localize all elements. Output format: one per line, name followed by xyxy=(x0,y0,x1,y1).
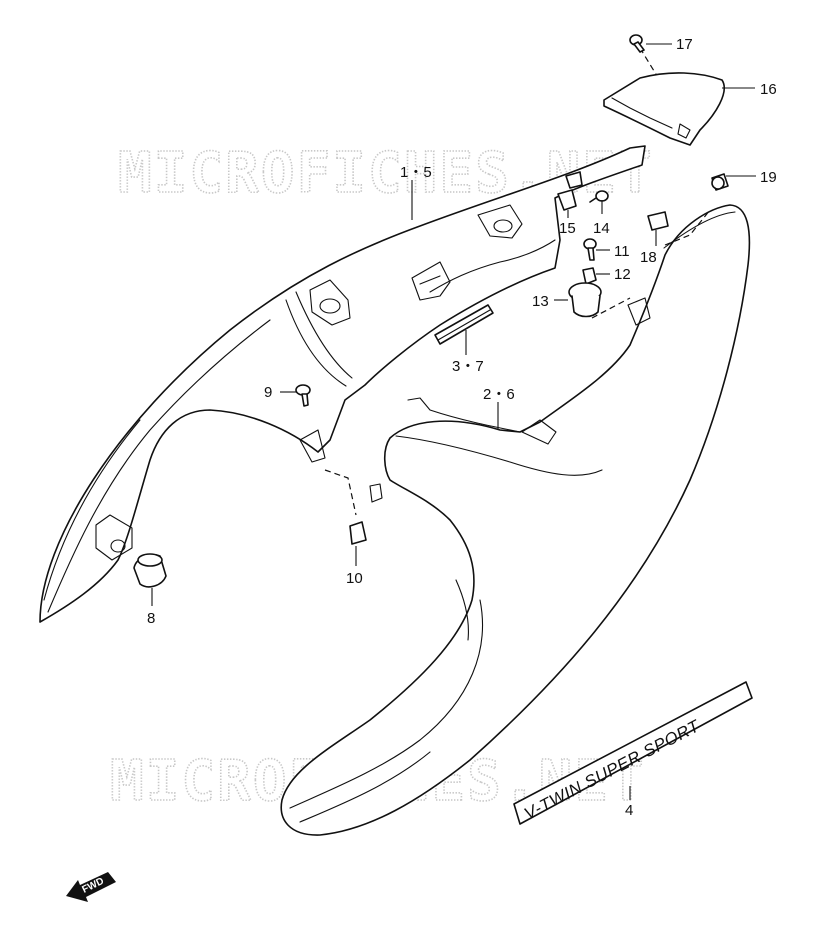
callout-4: 4 xyxy=(625,802,633,819)
nut-10 xyxy=(349,521,367,545)
left-frame-cover xyxy=(39,145,646,623)
callout-11: 11 xyxy=(614,243,630,260)
side-emblem xyxy=(434,304,494,345)
cushion-19 xyxy=(711,173,729,191)
bracket-18 xyxy=(647,211,669,231)
callout-18: 18 xyxy=(640,249,657,266)
callout-10: 10 xyxy=(346,570,363,587)
screw-17 xyxy=(629,34,645,53)
assembly-line-13 xyxy=(591,297,631,319)
callout-13: 13 xyxy=(532,293,549,310)
nut-12 xyxy=(582,267,597,285)
callout-17: 17 xyxy=(676,36,693,53)
callout-8: 8 xyxy=(147,610,155,627)
callout-12: 12 xyxy=(614,266,631,283)
callout-9: 9 xyxy=(264,384,272,401)
cushion-8 xyxy=(133,553,167,588)
callout-15: 15 xyxy=(559,220,576,237)
callout-16: 16 xyxy=(760,81,777,98)
callout-19: 19 xyxy=(760,169,777,186)
screw-9 xyxy=(295,384,311,407)
clip-15 xyxy=(557,171,583,211)
fwd-arrow: FWD xyxy=(66,872,116,902)
right-frame-cover xyxy=(280,204,751,836)
callout-1-5: 1・5 xyxy=(400,164,432,181)
callout-14: 14 xyxy=(593,220,610,237)
callout-2-6: 2・6 xyxy=(483,386,515,403)
callout-3-7: 3・7 xyxy=(452,358,484,375)
grommet-13 xyxy=(568,282,602,318)
screw-14 xyxy=(589,190,609,203)
tail-piece-16 xyxy=(603,72,725,146)
screw-11 xyxy=(583,238,597,261)
assembly-line-10 xyxy=(324,469,357,516)
